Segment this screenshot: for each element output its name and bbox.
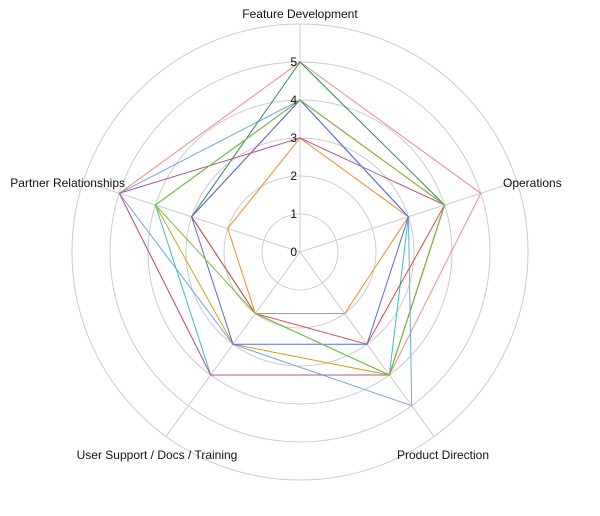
series-polygon-7 xyxy=(191,99,409,345)
series-polygon-8 xyxy=(118,137,446,376)
tick-label-0: 0 xyxy=(290,245,297,259)
series-polygon-1 xyxy=(118,99,413,407)
series-polygon-9 xyxy=(154,99,446,376)
tick-label-1: 1 xyxy=(290,207,297,221)
axis-label-0: Feature Development xyxy=(242,7,358,21)
tick-label-2: 2 xyxy=(290,169,297,183)
axis-label-3: User Support / Docs / Training xyxy=(77,448,238,462)
axis-label-2: Product Direction xyxy=(397,448,489,462)
tick-label-3: 3 xyxy=(290,131,297,145)
axis-label-4: Partner Relationships xyxy=(10,176,125,190)
radar-series xyxy=(118,61,482,407)
radar-ticks: 0 1 2 3 4 5 xyxy=(290,55,297,259)
tick-label-4: 4 xyxy=(290,93,297,107)
tick-label-5: 5 xyxy=(290,55,297,69)
axis-label-1: Operations xyxy=(503,176,562,190)
series-polygon-6 xyxy=(227,137,410,314)
radar-grid xyxy=(71,23,529,481)
